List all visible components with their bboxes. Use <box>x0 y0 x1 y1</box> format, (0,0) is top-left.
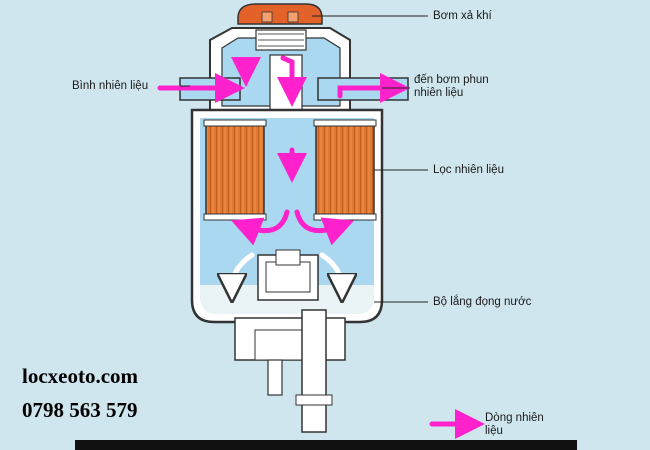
bottom-bar <box>75 440 577 450</box>
leader-lines <box>180 15 428 303</box>
bleed-pump <box>237 3 323 51</box>
legend-fuel-flow-1: Dòng nhiên <box>485 412 544 424</box>
website-text: locxeoto.com <box>22 364 139 388</box>
label-to-injection-pump-1: đến bơm phun <box>414 74 489 86</box>
sediment-arrows <box>232 252 342 288</box>
label-fuel-tank: Bình nhiên liệu <box>72 80 149 92</box>
label-fuel-filter: Lọc nhiên liệu <box>433 164 504 176</box>
label-to-injection-pump-2: nhiên liệu <box>414 87 464 99</box>
phone-text: 0798 563 579 <box>22 398 138 422</box>
drain-valve <box>234 249 346 433</box>
label-water-sediment: Bộ lắng đọng nước <box>433 296 532 308</box>
label-bleed-pump: Bơm xả khí <box>433 10 492 22</box>
flow-arrows <box>157 55 410 246</box>
legend-fuel-flow-2: liệu <box>485 425 503 437</box>
filter-element <box>203 119 377 221</box>
